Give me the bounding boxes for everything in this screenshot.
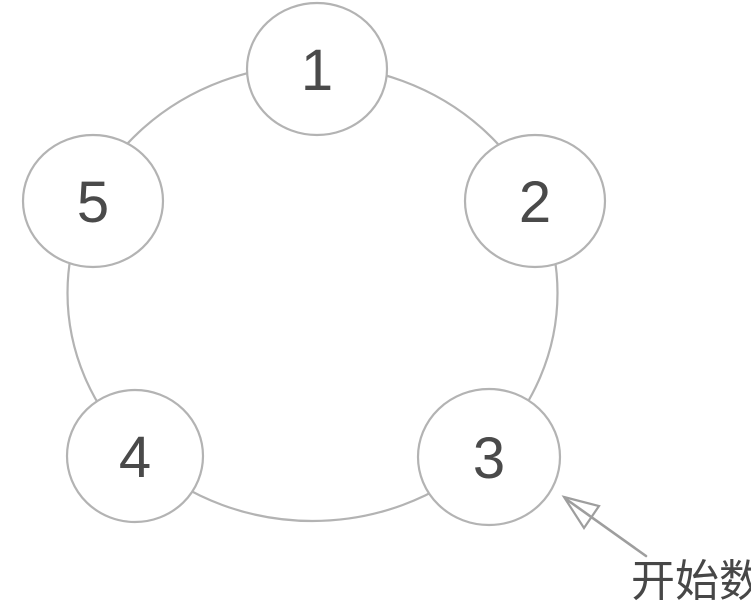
node-1: 1 bbox=[245, 1, 389, 137]
start-annotation-label: 开始数 bbox=[631, 557, 751, 603]
arrow-shaft bbox=[564, 497, 648, 558]
node-5: 5 bbox=[21, 133, 165, 269]
node-label-5: 5 bbox=[77, 170, 109, 235]
start-pointer-arrow-icon bbox=[561, 495, 648, 558]
node-circle-5 bbox=[21, 133, 165, 269]
node-3: 3 bbox=[416, 387, 562, 527]
node-4: 4 bbox=[65, 388, 205, 524]
node-circle-4 bbox=[65, 388, 205, 524]
node-label-1: 1 bbox=[301, 38, 333, 103]
node-circle-2 bbox=[463, 133, 607, 269]
node-label-2: 2 bbox=[519, 170, 551, 235]
node-label-4: 4 bbox=[119, 425, 151, 490]
arrow-head-icon bbox=[561, 495, 601, 530]
node-2: 2 bbox=[463, 133, 607, 269]
node-circle-1 bbox=[245, 1, 389, 137]
node-circle-3 bbox=[416, 387, 562, 527]
node-label-3: 3 bbox=[473, 426, 505, 491]
